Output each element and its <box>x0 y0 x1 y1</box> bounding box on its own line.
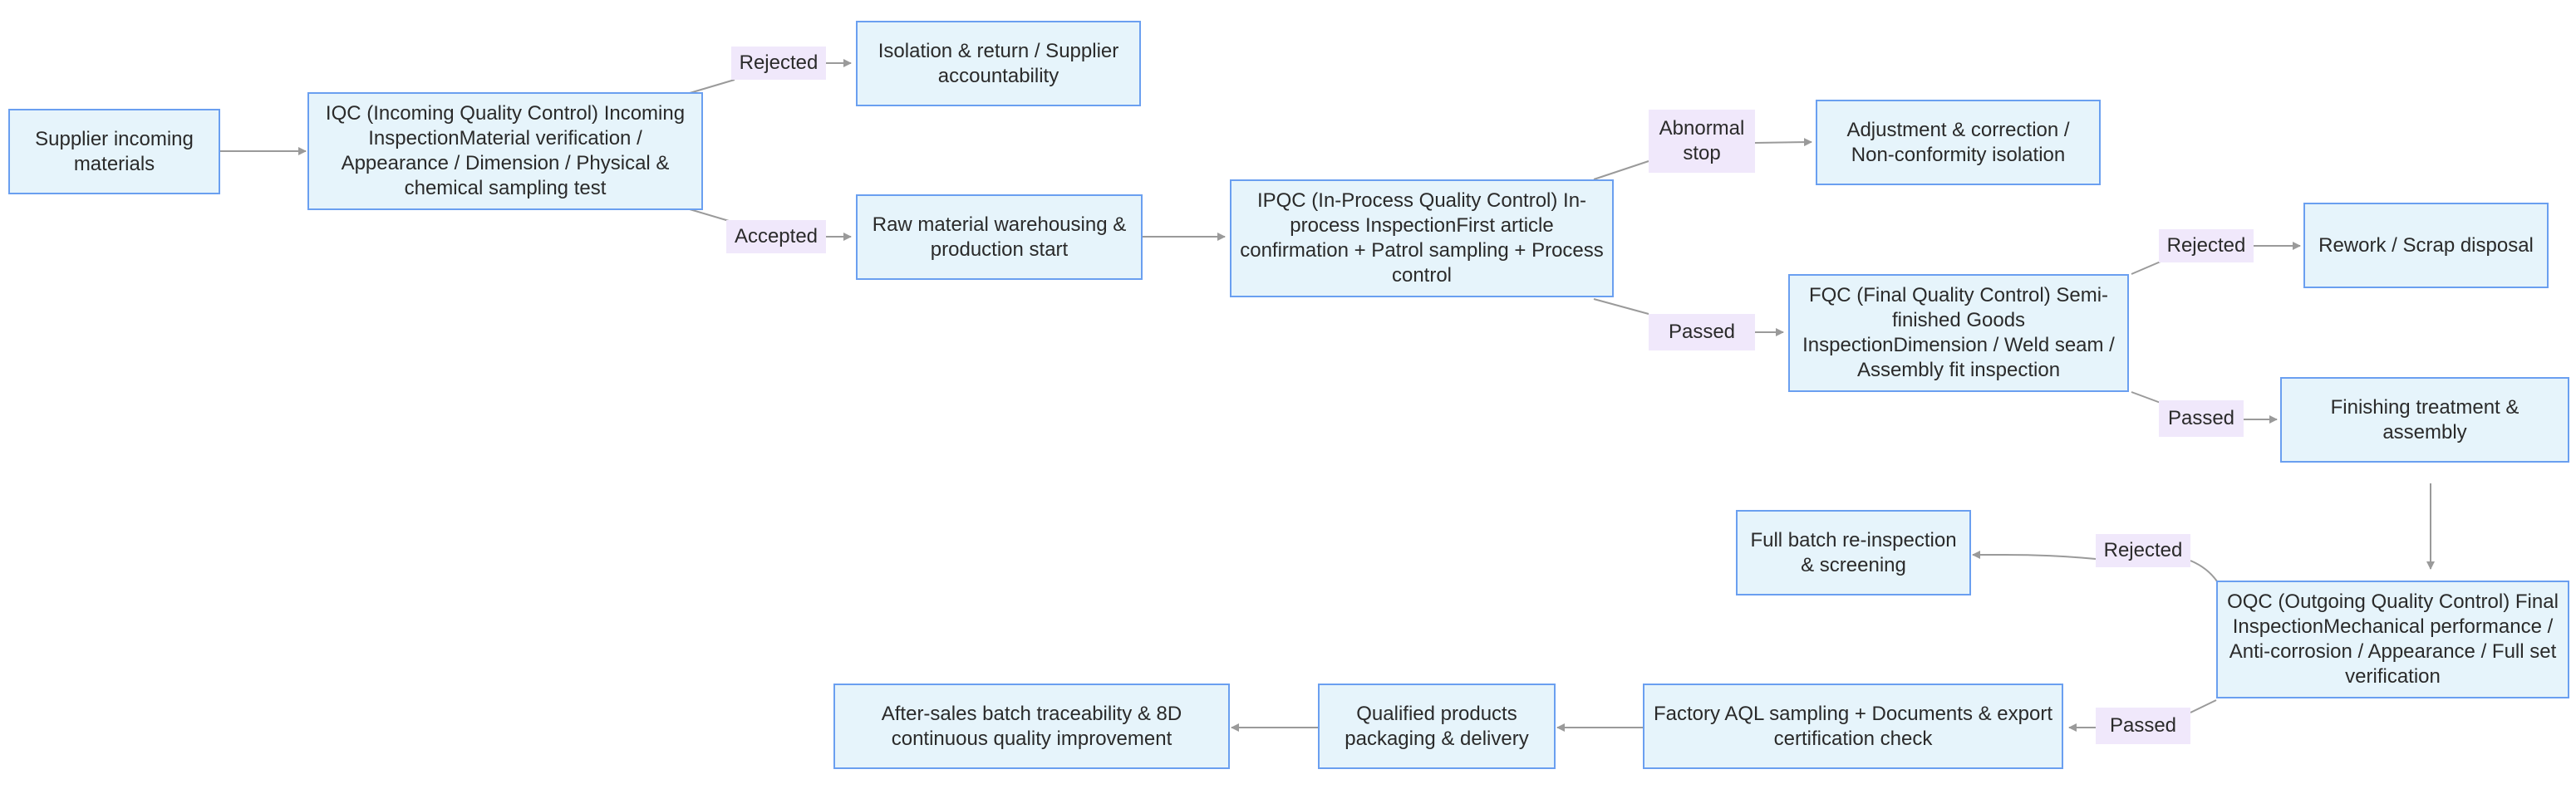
node-isolation-return[interactable]: Isolation & return / Supplier accountabi… <box>856 21 1141 106</box>
edge-oqc-to-rejected-label <box>2190 560 2220 585</box>
edge-abnormal-to-adjustment <box>1754 138 1812 147</box>
node-oqc-text: OQC (Outgoing Quality Control) Final Ins… <box>2227 591 2559 688</box>
edge-label-ipqc-abnormal-stop: Abnormal stop <box>1649 110 1755 173</box>
node-iqc-text: IQC (Incoming Quality Control) Incoming … <box>325 102 686 199</box>
edge-label-fqc-passed: Passed <box>2159 400 2244 437</box>
edge-label-fqc-rejected: Rejected <box>2159 229 2254 262</box>
edge-label-iqc-accepted: Accepted <box>726 220 826 253</box>
node-fqc-text: FQC (Final Quality Control) Semi-finishe… <box>1802 284 2115 381</box>
edge-label-oqc-rejected-text: Rejected <box>2103 539 2183 561</box>
node-rework-scrap[interactable]: Rework / Scrap disposal <box>2303 203 2549 288</box>
node-oqc[interactable]: OQC (Outgoing Quality Control) Final Ins… <box>2216 581 2569 698</box>
edge-label-oqc-passed: Passed <box>2096 708 2190 744</box>
node-aftersales-traceability[interactable]: After-sales batch traceability & 8D cont… <box>833 684 1230 769</box>
node-finishing-assembly-text: Finishing treatment & assembly <box>2330 395 2519 444</box>
edge-label-fqc-passed-text: Passed <box>2167 407 2235 429</box>
node-packaging-delivery-text: Qualified products packaging & delivery <box>1345 702 1529 750</box>
node-supplier-materials[interactable]: Supplier incoming materials <box>8 109 220 194</box>
edge-label-ipqc-abnormal-stop-text: Abnormal stop <box>1659 117 1745 164</box>
node-ipqc-text: IPQC (In-Process Quality Control) In-pro… <box>1240 189 1604 287</box>
edge-label-oqc-passed-text: Passed <box>2109 714 2177 737</box>
edge-ipqc-to-passed-label <box>1593 298 1649 315</box>
node-iqc[interactable]: IQC (Incoming Quality Control) Incoming … <box>307 92 703 210</box>
edge-fqc-to-rejected-label <box>2131 261 2161 275</box>
node-isolation-return-text: Isolation & return / Supplier accountabi… <box>878 39 1119 87</box>
node-aftersales-traceability-text: After-sales batch traceability & 8D cont… <box>881 702 1182 750</box>
node-raw-material-warehousing[interactable]: Raw material warehousing & production st… <box>856 194 1143 280</box>
edge-label-fqc-rejected-text: Rejected <box>2166 234 2246 257</box>
edge-iqc-to-rejected-label <box>689 79 735 94</box>
edge-label-ipqc-passed-text: Passed <box>1668 321 1736 343</box>
edge-label-iqc-rejected-text: Rejected <box>739 51 819 74</box>
node-finishing-assembly[interactable]: Finishing treatment & assembly <box>2280 377 2569 463</box>
node-adjustment-correction[interactable]: Adjustment & correction / Non-conformity… <box>1816 100 2101 185</box>
node-fqc[interactable]: FQC (Final Quality Control) Semi-finishe… <box>1788 274 2129 392</box>
edge-oqc-to-passed-label <box>2190 699 2217 713</box>
edge-rejected-to-reinspection <box>1972 550 2097 560</box>
node-full-batch-reinspection[interactable]: Full batch re-inspection & screening <box>1736 510 1971 595</box>
node-supplier-materials-text: Supplier incoming materials <box>35 127 194 175</box>
node-ipqc[interactable]: IPQC (In-Process Quality Control) In-pro… <box>1230 179 1614 297</box>
node-aql-sampling[interactable]: Factory AQL sampling + Documents & expor… <box>1643 684 2063 769</box>
edge-label-ipqc-passed: Passed <box>1649 314 1755 350</box>
edge-label-iqc-rejected: Rejected <box>731 47 826 80</box>
node-adjustment-correction-text: Adjustment & correction / Non-conformity… <box>1846 118 2070 166</box>
node-packaging-delivery[interactable]: Qualified products packaging & delivery <box>1318 684 1556 769</box>
node-raw-material-warehousing-text: Raw material warehousing & production st… <box>872 213 1127 261</box>
edge-ipqc-to-abnormal-label <box>1593 160 1649 180</box>
edge-fqc-to-passed-label <box>2131 391 2161 404</box>
edge-label-iqc-accepted-text: Accepted <box>734 225 819 247</box>
node-rework-scrap-text: Rework / Scrap disposal <box>2318 233 2534 257</box>
node-full-batch-reinspection-text: Full batch re-inspection & screening <box>1750 528 1957 576</box>
node-aql-sampling-text: Factory AQL sampling + Documents & expor… <box>1654 702 2052 750</box>
edge-label-oqc-rejected: Rejected <box>2096 534 2190 567</box>
